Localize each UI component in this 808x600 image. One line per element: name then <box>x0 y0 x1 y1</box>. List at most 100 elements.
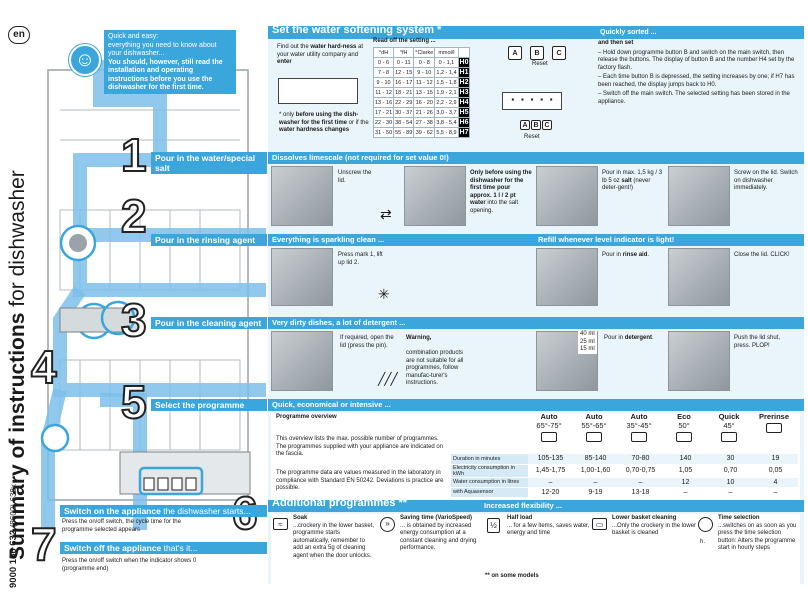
step6-header <box>268 500 804 512</box>
detergent-lid-photo <box>271 331 333 391</box>
reset-label-top: Reset <box>532 61 548 67</box>
programme-icon <box>541 432 557 442</box>
lang-badge: en <box>8 26 30 44</box>
step5-band-text: Quick, economical or intensive ... <box>272 400 391 409</box>
steam-icon: ╱╱╱ <box>378 372 398 386</box>
programme-icon <box>721 432 737 442</box>
step3-label: Pour in the cleaning agent <box>151 317 267 329</box>
step-number-3: 3 <box>120 294 148 346</box>
step7-label: Switch off the appliance that's it... <box>60 542 267 554</box>
doc-number: 9000 156 632 (8602) 638x <box>8 484 19 588</box>
step-number-1: 1 <box>120 129 148 181</box>
button-c: C <box>552 46 566 60</box>
programme-p2: The programme data are values measured i… <box>276 470 444 491</box>
programme-icon <box>676 432 692 442</box>
quick-sorted: Quickly sorted ... <box>600 29 657 36</box>
half-load-item: ½ Half load ... for a few items, saves w… <box>485 515 590 538</box>
step1-label: Pour in the water/special salt <box>151 152 267 174</box>
saving-time-item: » Saving time (VarioSpeed) ... is obtain… <box>378 515 483 553</box>
dishwasher-illustration <box>40 60 266 530</box>
swap-icon: ⇄ <box>380 206 392 222</box>
step1-t2: Only before using the dishwasher for the… <box>470 170 532 214</box>
step3-band <box>268 317 804 329</box>
programme-icon <box>586 432 602 442</box>
step2-label: Pour in the rinsing agent <box>151 234 267 246</box>
find-text: Find out the water hard-ness at your wat… <box>277 44 364 65</box>
softening-title: Set the water softening system * <box>272 24 442 36</box>
softening-note: * only before using the dish-washer for … <box>279 112 369 133</box>
step4-text: Press the on/off switch, the cycle time … <box>62 519 181 533</box>
step2-band-text: Everything is sparkling clean ... <box>272 235 385 244</box>
step2-t2: Pour in rinse aid. <box>602 252 650 258</box>
softening-header <box>268 26 804 39</box>
step2-band-text2: Refill whenever level indicator is light… <box>538 235 675 244</box>
rinse-pour-photo <box>536 248 598 306</box>
step1-band <box>268 152 804 164</box>
read-off-label: Read off the setting ... <box>373 38 436 44</box>
water-photo <box>404 166 466 226</box>
programme-5: Prerinse <box>753 412 795 433</box>
hardness-entry-box <box>278 78 358 104</box>
intro-text: Quick and easy: everything you need to k… <box>104 30 236 94</box>
clock-icon: » <box>380 517 395 532</box>
time-selection-item: h. Time selection ...switches on as soon… <box>698 515 797 551</box>
step6-title: Additional programmes ** <box>272 497 408 509</box>
smiley-icon: ☺ <box>69 44 101 76</box>
step1-t4: Screw on the lid. Switch on dishwasher i… <box>734 170 798 191</box>
step1-t3: Pour in max. 1,5 kg / 3 lb 5 oz salt (ne… <box>602 170 663 191</box>
step3-t3: Pour in detergent. <box>604 335 654 341</box>
step2-t3: Close the lid. CLICK! <box>734 252 790 258</box>
step5-label: Select the programme <box>151 399 267 411</box>
button-b: B <box>530 46 544 60</box>
soak-icon: ≈ <box>273 518 288 530</box>
salt-photo <box>536 166 598 226</box>
step6-band-text: Increased flexibility ... <box>484 501 562 510</box>
button-a: A <box>508 46 522 60</box>
step1-band-text: Dissolves limescale (not required for se… <box>272 153 449 162</box>
step3-t1: If required, open the lid (press the pin… <box>340 335 394 349</box>
step-number-5: 5 <box>120 376 148 428</box>
steps-list: and then set – Hold down programme butto… <box>598 40 795 105</box>
programme-icon <box>766 423 782 433</box>
step-number-7: 7 <box>30 518 58 570</box>
reset-label-bottom: Reset <box>524 134 540 140</box>
salt-lid-photo <box>271 166 333 226</box>
sparkle-icon: ✳ <box>378 286 390 302</box>
lower-basket-item: ▭ Lower basket cleaning ...Only the croc… <box>590 515 700 538</box>
screw-lid-photo <box>668 166 730 226</box>
rinse-lid-photo <box>271 248 333 306</box>
models-note: ** on some models <box>485 573 539 579</box>
step2-t1: Press mark 1, lift up lid 2. <box>338 252 383 266</box>
programme-p1: This overview lists the max. possible nu… <box>276 436 444 457</box>
rinse-close-photo <box>668 248 730 306</box>
lower-basket-icon: ▭ <box>592 518 607 530</box>
step3-t4: Push the lid shut, press. PLOP! <box>734 335 781 349</box>
timer-icon <box>698 517 713 532</box>
half-load-icon: ½ <box>487 518 500 533</box>
step1-t1: Unscrew the lid. <box>338 170 372 184</box>
h-icon: h. <box>700 539 706 545</box>
soak-item: ≈ Soak ...crockery in the lower basket, … <box>271 515 376 560</box>
title-suffix: for dishwasher <box>6 170 29 307</box>
step-number-4: 4 <box>30 341 58 393</box>
